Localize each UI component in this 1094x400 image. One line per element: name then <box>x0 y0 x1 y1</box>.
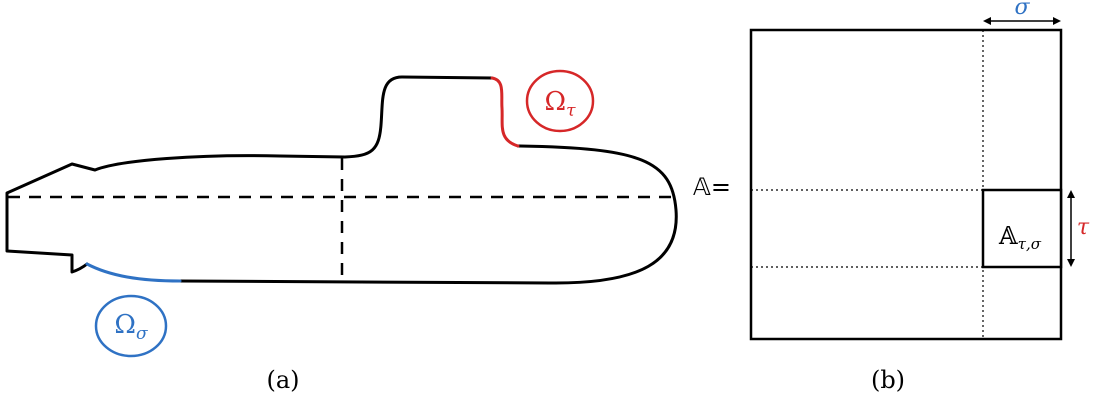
block-symbol: 𝔸 <box>998 222 1018 250</box>
matrix-label: 𝔸= <box>693 173 731 201</box>
block-label: 𝔸τ,σ <box>998 222 1042 253</box>
svg-text:Ωσ: Ωσ <box>114 310 148 344</box>
omega-sigma-label: Ωσ <box>94 294 168 358</box>
omega-tau-symbol: Ω <box>545 87 567 117</box>
omega-sigma-symbol: Ω <box>114 310 136 340</box>
caption-b: (b) <box>871 366 905 394</box>
panel-a: Ωτ Ωσ (a) <box>5 69 678 394</box>
tau-label: τ <box>1077 215 1090 240</box>
block-subscript: τ,σ <box>1018 235 1042 253</box>
boundary-omega-sigma <box>85 262 182 283</box>
sigma-arrow <box>983 17 1061 25</box>
sigma-label: σ <box>1014 0 1030 20</box>
omega-sigma-subscript: σ <box>136 324 148 344</box>
svg-text:Ωτ: Ωτ <box>545 87 577 121</box>
caption-a: (a) <box>266 366 299 394</box>
matrix-outline <box>749 28 1063 341</box>
block-tau-sigma <box>981 188 1063 269</box>
omega-tau-subscript: τ <box>566 101 576 121</box>
boundary-omega-tau <box>490 76 520 148</box>
panel-b: 𝔸= 𝔸τ,σ σ τ (b) <box>693 0 1090 394</box>
omega-tau-label: Ωτ <box>525 69 595 133</box>
hull-outline <box>5 75 678 285</box>
tau-arrow <box>1067 190 1075 267</box>
